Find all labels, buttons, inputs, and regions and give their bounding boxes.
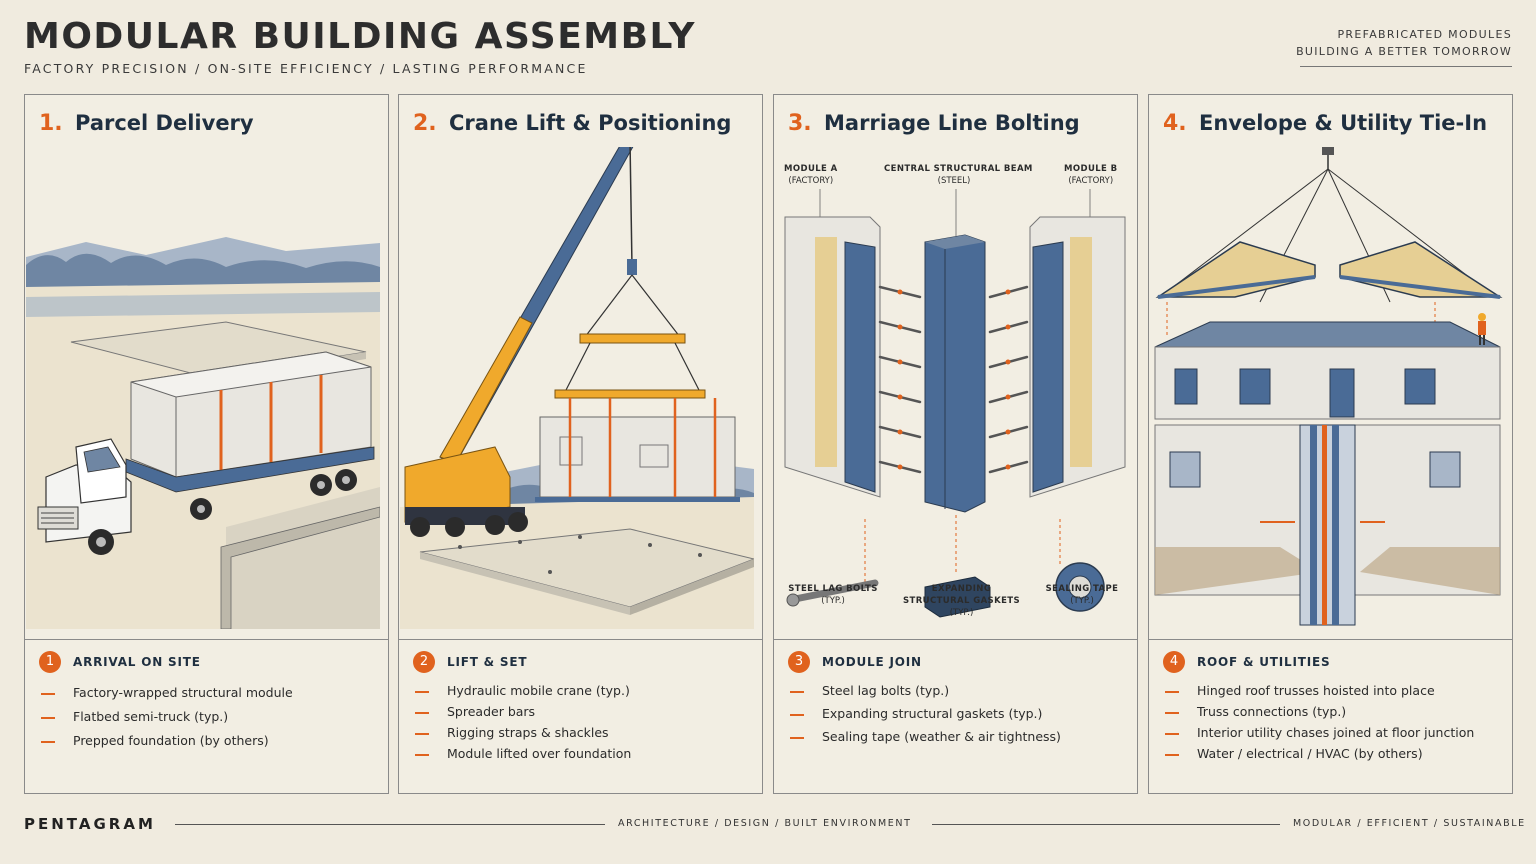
panel-divider: [399, 639, 762, 640]
list-item: Truss connections (typ.): [1165, 704, 1474, 719]
truck-delivery-illustration: [26, 147, 380, 629]
step-badge: 3: [788, 651, 810, 673]
list-item: Expanding structural gaskets (typ.): [790, 706, 1061, 721]
panel-number: 1.: [39, 111, 63, 136]
panel-crane-lift: 2. Crane Lift & Positioning: [398, 94, 763, 794]
list-item: Sealing tape (weather & air tightness): [790, 729, 1061, 744]
footer-right-text: MODULAR / EFFICIENT / SUSTAINABLE: [1293, 818, 1526, 829]
panel-divider: [1149, 639, 1512, 640]
panel-parcel-delivery: 1. Parcel Delivery 1: [24, 94, 389, 794]
list-item: Steel lag bolts (typ.): [790, 683, 1061, 698]
tagline-bottom: BUILDING A BETTER TOMORROW: [1296, 45, 1512, 58]
label-module-a: MODULE A(FACTORY): [784, 164, 838, 186]
tagline-top: PREFABRICATED MODULES: [1337, 28, 1512, 41]
panel-number: 4.: [1163, 111, 1187, 136]
step-badge: 4: [1163, 651, 1185, 673]
label-central-beam: CENTRAL STRUCTURAL BEAM(STEEL): [884, 164, 1033, 186]
section-title: MODULE JOIN: [822, 655, 922, 669]
tape-icon: [1055, 562, 1105, 612]
footer-rule-right: [932, 824, 1280, 825]
step-badge: 1: [39, 651, 61, 673]
bullet-list: Hinged roof trusses hoisted into place T…: [1165, 683, 1474, 767]
label-module-b: MODULE B(FACTORY): [1064, 164, 1118, 186]
section-title: ARRIVAL ON SITE: [73, 655, 201, 669]
page-subtitle: FACTORY PRECISION / ON-SITE EFFICIENCY /…: [24, 61, 588, 76]
roof-utilities-illustration: [1150, 147, 1504, 629]
bolting-exploded-illustration: [775, 147, 1129, 629]
list-item: Interior utility chases joined at floor …: [1165, 725, 1474, 740]
bullet-list: Factory-wrapped structural module Flatbe…: [41, 685, 293, 757]
panel-title: Crane Lift & Positioning: [449, 111, 732, 135]
panel-title: Envelope & Utility Tie-In: [1199, 111, 1488, 135]
label-sealing-tape: SEALING TAPE(TYP.): [1045, 584, 1119, 606]
tagline-rule: [1300, 66, 1512, 67]
list-item: Factory-wrapped structural module: [41, 685, 293, 700]
gasket-icon: [924, 576, 991, 618]
list-item: Spreader bars: [415, 704, 631, 719]
panel-title: Marriage Line Bolting: [824, 111, 1080, 135]
label-lag-bolts: STEEL LAG BOLTS(TYP.): [788, 584, 878, 606]
list-item: Water / electrical / HVAC (by others): [1165, 746, 1474, 761]
worker-icon: [1478, 313, 1486, 345]
bullet-list: Hydraulic mobile crane (typ.) Spreader b…: [415, 683, 631, 767]
footer-center-text: ARCHITECTURE / DESIGN / BUILT ENVIRONMEN…: [618, 818, 912, 829]
page-title: MODULAR BUILDING ASSEMBLY: [24, 16, 696, 57]
panel-number: 2.: [413, 111, 437, 136]
section-title: ROOF & UTILITIES: [1197, 655, 1331, 669]
crane-lift-illustration: [400, 147, 754, 629]
bullet-list: Steel lag bolts (typ.) Expanding structu…: [790, 683, 1061, 752]
panel-marriage-line-bolting: 3. Marriage Line Bolting: [773, 94, 1138, 794]
list-item: Prepped foundation (by others): [41, 733, 293, 748]
brand-wordmark: PENTAGRAM: [24, 815, 156, 833]
panel-divider: [774, 639, 1137, 640]
list-item: Hydraulic mobile crane (typ.): [415, 683, 631, 698]
list-item: Module lifted over foundation: [415, 746, 631, 761]
step-badge: 2: [413, 651, 435, 673]
panel-divider: [25, 639, 388, 640]
truss-icon: [1155, 241, 1503, 299]
list-item: Rigging straps & shackles: [415, 725, 631, 740]
section-title: LIFT & SET: [447, 655, 528, 669]
list-item: Flatbed semi-truck (typ.): [41, 709, 293, 724]
truck-icon: [37, 438, 357, 555]
list-item: Hinged roof trusses hoisted into place: [1165, 683, 1474, 698]
footer-rule-left: [175, 824, 605, 825]
lag-bolt-icon: [786, 579, 879, 607]
panel-envelope-utility: 4. Envelope & Utility Tie-In: [1148, 94, 1513, 794]
panel-title: Parcel Delivery: [75, 111, 254, 135]
panel-number: 3.: [788, 111, 812, 136]
crane-icon: [404, 147, 637, 537]
